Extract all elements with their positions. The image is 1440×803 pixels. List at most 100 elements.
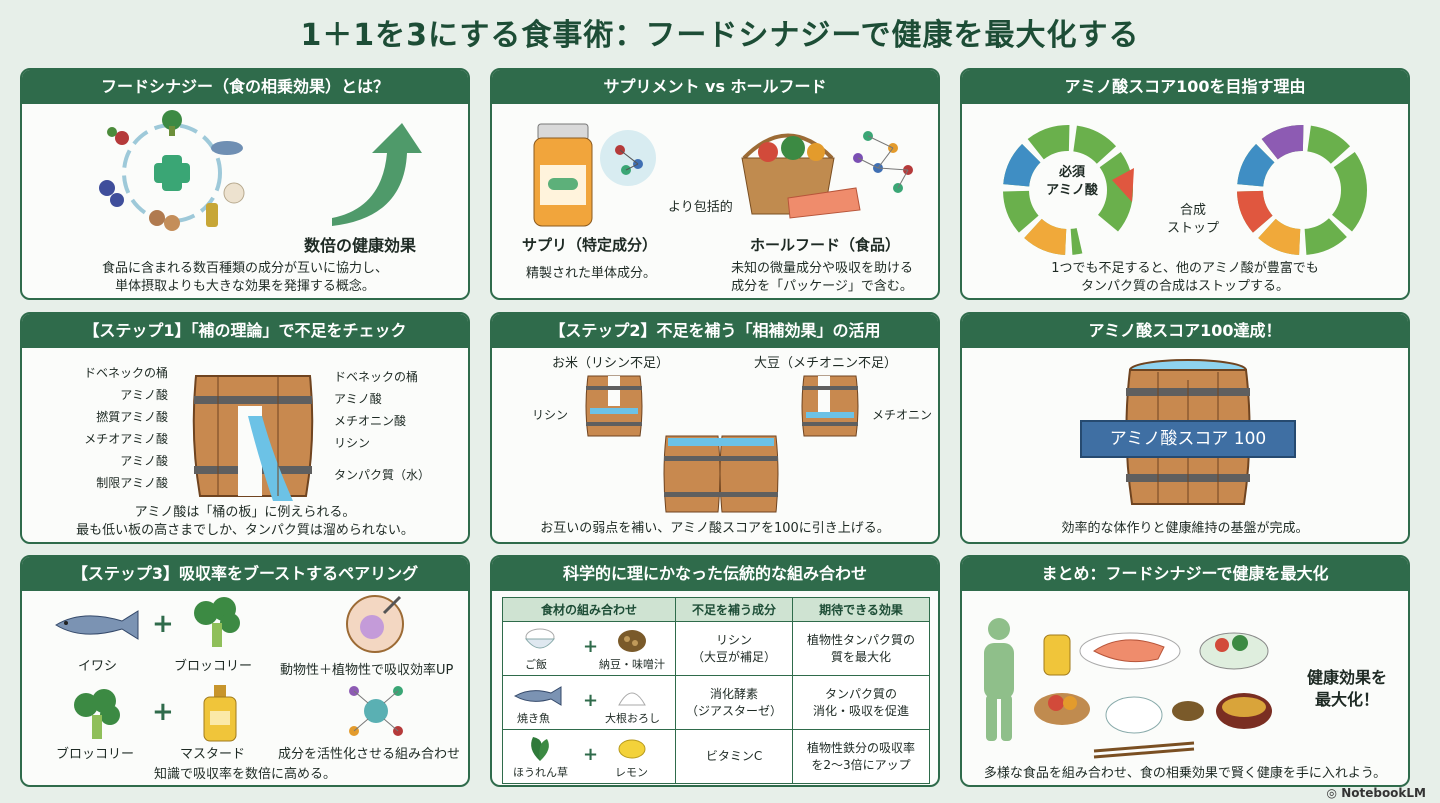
left-label: ドベネックの桶 bbox=[83, 366, 168, 380]
soy-short-label: メチオニン bbox=[872, 408, 933, 422]
plus-icon: + bbox=[152, 697, 174, 727]
barrel-leak-icon bbox=[192, 375, 314, 501]
caption-line: 最大化！ bbox=[1314, 689, 1379, 709]
soy-label: 大豆（メチオニン不足） bbox=[754, 356, 898, 371]
right-label: タンパク質（水） bbox=[334, 468, 431, 482]
absorption-icon bbox=[346, 595, 404, 653]
supp-title: サプリ（特定成分） bbox=[522, 236, 658, 254]
food-name: ご飯 bbox=[525, 657, 547, 671]
combined-barrels-icon bbox=[663, 435, 779, 513]
panel-header: 科学的に理にかなった伝統的な組み合わせ bbox=[492, 557, 938, 591]
panel-caption: 1つでも不足すると、他のアミノ酸が豊富でも タンパク質の合成はストップする。 bbox=[972, 260, 1398, 295]
molecule-icon bbox=[349, 686, 403, 736]
caption-line: 必須 bbox=[1058, 165, 1085, 180]
caption-line: 成分を「パッケージ」で含む。 bbox=[731, 278, 913, 294]
food-basket-icon bbox=[741, 131, 913, 219]
nutrient-cell: 消化酵素 （ジアスターゼ） bbox=[674, 675, 794, 730]
caption-line: ストップ bbox=[1166, 220, 1219, 236]
effect-cell: 植物性タンパク質の 質を最大化 bbox=[792, 621, 930, 676]
pair-label: マスタード bbox=[180, 747, 246, 762]
effect-label: 数倍の健康効果 bbox=[304, 236, 417, 255]
column-header: 期待できる効果 bbox=[792, 597, 930, 622]
panel-step2-complement: 【ステップ2】不足を補う「相補効果」の活用 お米（リシン不足） 大豆（メチオニン… bbox=[490, 312, 940, 544]
grilled-fish-icon bbox=[513, 685, 562, 706]
panel-caption: 知識で吸収率を数倍に高める。 bbox=[153, 767, 336, 782]
footer-text: NotebookLM bbox=[1341, 786, 1426, 800]
caption-line: 合成 bbox=[1179, 203, 1206, 218]
broccoli-icon bbox=[74, 689, 120, 739]
amino-ring-broken-icon bbox=[1002, 123, 1135, 257]
caption-line: 未知の微量成分や吸収を助ける bbox=[730, 261, 913, 276]
panel-header: アミノ酸スコア100達成！ bbox=[962, 314, 1408, 348]
food-name: 焼き魚 bbox=[517, 711, 550, 725]
caption-line: タンパク質の合成はストップする。 bbox=[1080, 278, 1289, 294]
banner-text: アミノ酸スコア 100 bbox=[1109, 429, 1267, 449]
panel-header: 【ステップ3】吸収率をブーストするペアリング bbox=[22, 557, 468, 591]
pair-label: 成分を活性化させる組み合わせ bbox=[278, 747, 461, 762]
score-banner: アミノ酸スコア 100 bbox=[1080, 420, 1296, 458]
meal-spread-icon bbox=[1034, 632, 1272, 759]
food-name: 納豆・味噌汁 bbox=[599, 657, 665, 671]
food-cell: + 焼き魚 大根おろし bbox=[502, 675, 676, 730]
plus-icon: + bbox=[583, 743, 599, 765]
cell-line: 植物性鉄分の吸収率 bbox=[807, 741, 916, 756]
cell-line: 消化酵素 bbox=[710, 687, 759, 702]
summary-callout: 健康効果を 最大化！ bbox=[1292, 667, 1402, 710]
caption-line: 最も低い板の高さまでしか、タンパク質は溜められない。 bbox=[76, 522, 414, 538]
rice-short-label: リシン bbox=[532, 408, 569, 422]
cell-line: 消化・吸収を促進 bbox=[813, 703, 910, 718]
column-header: 不足を補う成分 bbox=[674, 597, 794, 622]
panel-step1-barrel: 【ステップ1】「補の理論」で不足をチェック ドベネックの桶 アミノ酸 撚質アミノ… bbox=[20, 312, 470, 544]
pairing-table: 食材の組み合わせ 不足を補う成分 期待できる効果 + ご飯 納豆・味噌汁 リシ bbox=[502, 597, 930, 784]
soy-barrel-icon bbox=[801, 375, 859, 437]
growth-arrow-icon bbox=[332, 123, 422, 226]
pair-label: 動物性＋植物性で吸収効率UP bbox=[280, 663, 454, 678]
table-header-row: 食材の組み合わせ 不足を補う成分 期待できる効果 bbox=[502, 597, 930, 622]
panel-caption: 効率的な体作りと健康維持の基盤が完成。 bbox=[1061, 521, 1309, 536]
person-icon bbox=[984, 618, 1014, 741]
left-label: メチオアミノ酸 bbox=[84, 432, 168, 446]
nutrient-cell: ビタミンC bbox=[674, 729, 794, 784]
pair-label: ブロッコリー bbox=[56, 747, 135, 762]
panel-header: サプリメント vs ホールフード bbox=[492, 70, 938, 104]
food-name: 大根おろし bbox=[605, 711, 660, 725]
cell-line: （ジアスターゼ） bbox=[686, 703, 783, 718]
caption-line: アミノ酸 bbox=[1046, 182, 1098, 198]
panel-food-synergy: フードシナジー（食の相乗効果）とは？ 数倍の健康効果 食品に含まれる数百種類の成… bbox=[20, 68, 470, 300]
cell-line: ビタミンC bbox=[705, 749, 763, 764]
food-name: ほうれん草 bbox=[513, 765, 568, 779]
rice-bowl-icon bbox=[524, 628, 556, 648]
left-label: アミノ酸 bbox=[120, 454, 168, 468]
right-label: アミノ酸 bbox=[334, 392, 382, 406]
synergy-cycle-icon bbox=[99, 110, 245, 231]
cell-line: タンパク質の bbox=[825, 687, 898, 702]
effect-cell: 植物性鉄分の吸収率 を2〜3倍にアップ bbox=[792, 729, 930, 784]
grated-radish-icon bbox=[618, 692, 646, 705]
cell-line: 質を最大化 bbox=[831, 649, 892, 664]
panel-header: まとめ：フードシナジーで健康を最大化 bbox=[962, 557, 1408, 591]
panel-caption: アミノ酸は「桶の板」に例えられる。 最も低い板の高さまでしか、タンパク質は溜めら… bbox=[32, 504, 458, 539]
pair-label: ブロッコリー bbox=[174, 659, 253, 674]
caption-line: アミノ酸は「桶の板」に例えられる。 bbox=[134, 505, 356, 520]
panel-caption: お互いの弱点を補い、アミノ酸スコアを100に引き上げる。 bbox=[540, 521, 890, 536]
left-label: 撚質アミノ酸 bbox=[96, 410, 168, 424]
right-label: メチオニン酸 bbox=[334, 414, 407, 428]
plus-icon: + bbox=[152, 609, 174, 639]
panel-score-achieved: アミノ酸スコア100達成！ アミノ酸スコア 100 効率的な体作りと健康維持の基… bbox=[960, 312, 1410, 544]
notebook-icon: ◎ bbox=[1326, 786, 1337, 800]
lemon-icon bbox=[618, 739, 646, 758]
nutrient-cell: リシン （大豆が補足） bbox=[674, 621, 794, 676]
natto-icon bbox=[618, 629, 646, 652]
supp-desc: 精製された単体成分。 bbox=[526, 266, 657, 281]
panel-amino-score-reason: アミノ酸スコア100を目指す理由 必須 アミノ酸 合成 ストップ 1つでも不足す… bbox=[960, 68, 1410, 300]
mustard-icon bbox=[203, 685, 237, 742]
right-label: リシン bbox=[334, 436, 371, 450]
table-row: + ご飯 納豆・味噌汁 リシン （大豆が補足） 植物性タンパク質の 質を最大化 bbox=[502, 621, 930, 676]
pair-label: イワシ bbox=[78, 659, 118, 674]
table-row: + ほうれん草 レモン ビタミンC 植物性鉄分の吸収率 を2〜3倍にアップ bbox=[502, 729, 930, 784]
supplement-bottle-icon bbox=[533, 123, 656, 227]
panel-header: フードシナジー（食の相乗効果）とは？ bbox=[22, 70, 468, 104]
panel-header: アミノ酸スコア100を目指す理由 bbox=[962, 70, 1408, 104]
sardine-icon bbox=[55, 610, 139, 640]
left-label: アミノ酸 bbox=[120, 388, 168, 402]
